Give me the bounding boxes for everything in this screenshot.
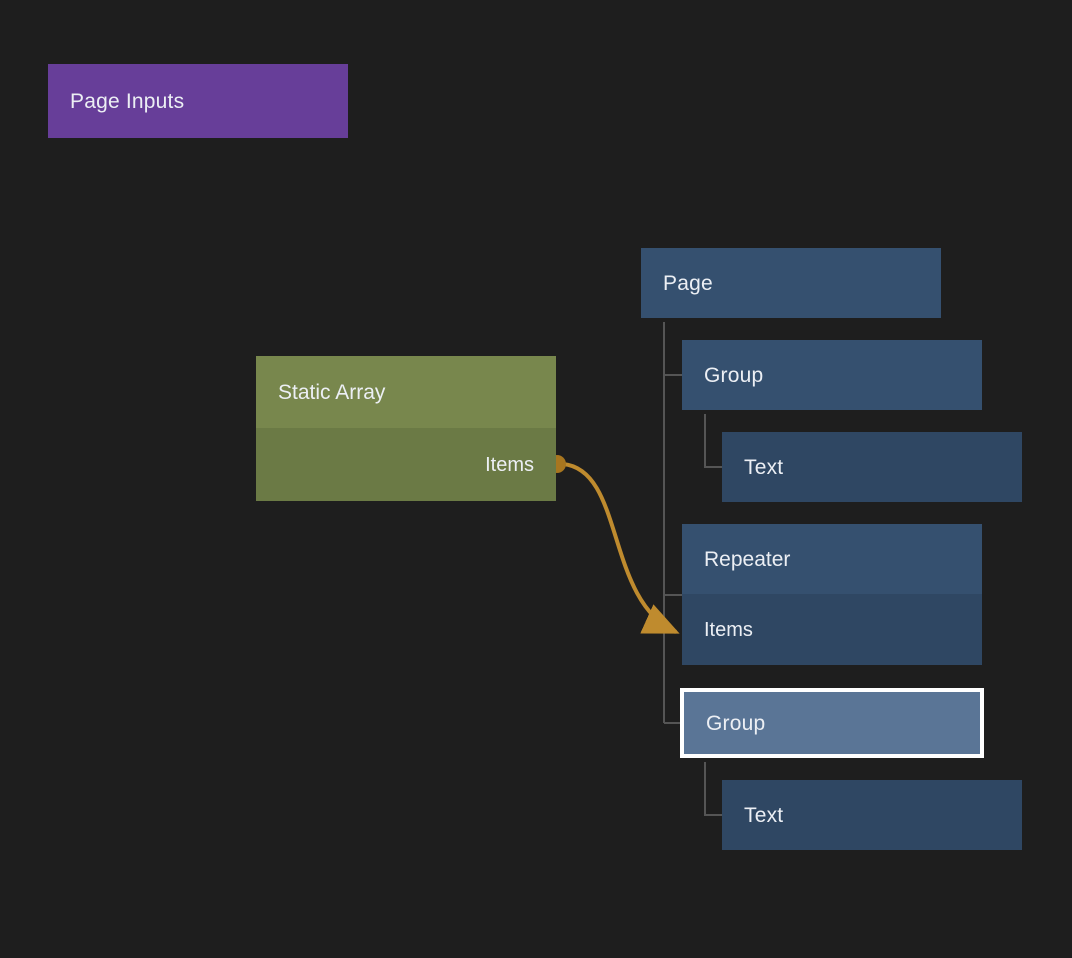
node-repeater-items-row[interactable]: Items <box>682 594 982 665</box>
node-text-2[interactable]: Text <box>722 780 1022 850</box>
node-text-2-title: Text <box>744 803 784 827</box>
node-static-array-title: Static Array <box>256 356 556 428</box>
node-page-inputs[interactable]: Page Inputs <box>48 64 348 138</box>
node-repeater-items-port-label: Items <box>704 618 753 641</box>
node-repeater[interactable]: Repeater Items <box>682 524 982 665</box>
node-group-2-title: Group <box>706 711 766 735</box>
node-group-1-title: Group <box>704 363 764 387</box>
node-static-array-output-row[interactable]: Items <box>256 428 556 501</box>
node-text-1-title: Text <box>744 455 784 479</box>
node-text-1[interactable]: Text <box>722 432 1022 502</box>
node-static-array-items-port-label: Items <box>485 453 534 476</box>
node-static-array[interactable]: Static Array Items <box>256 356 556 501</box>
node-repeater-title: Repeater <box>682 524 982 594</box>
node-page[interactable]: Page <box>641 248 941 318</box>
node-group-1[interactable]: Group <box>682 340 982 410</box>
node-group-2[interactable]: Group <box>680 688 984 758</box>
node-page-title: Page <box>663 271 713 295</box>
node-page-inputs-title: Page Inputs <box>70 89 185 113</box>
